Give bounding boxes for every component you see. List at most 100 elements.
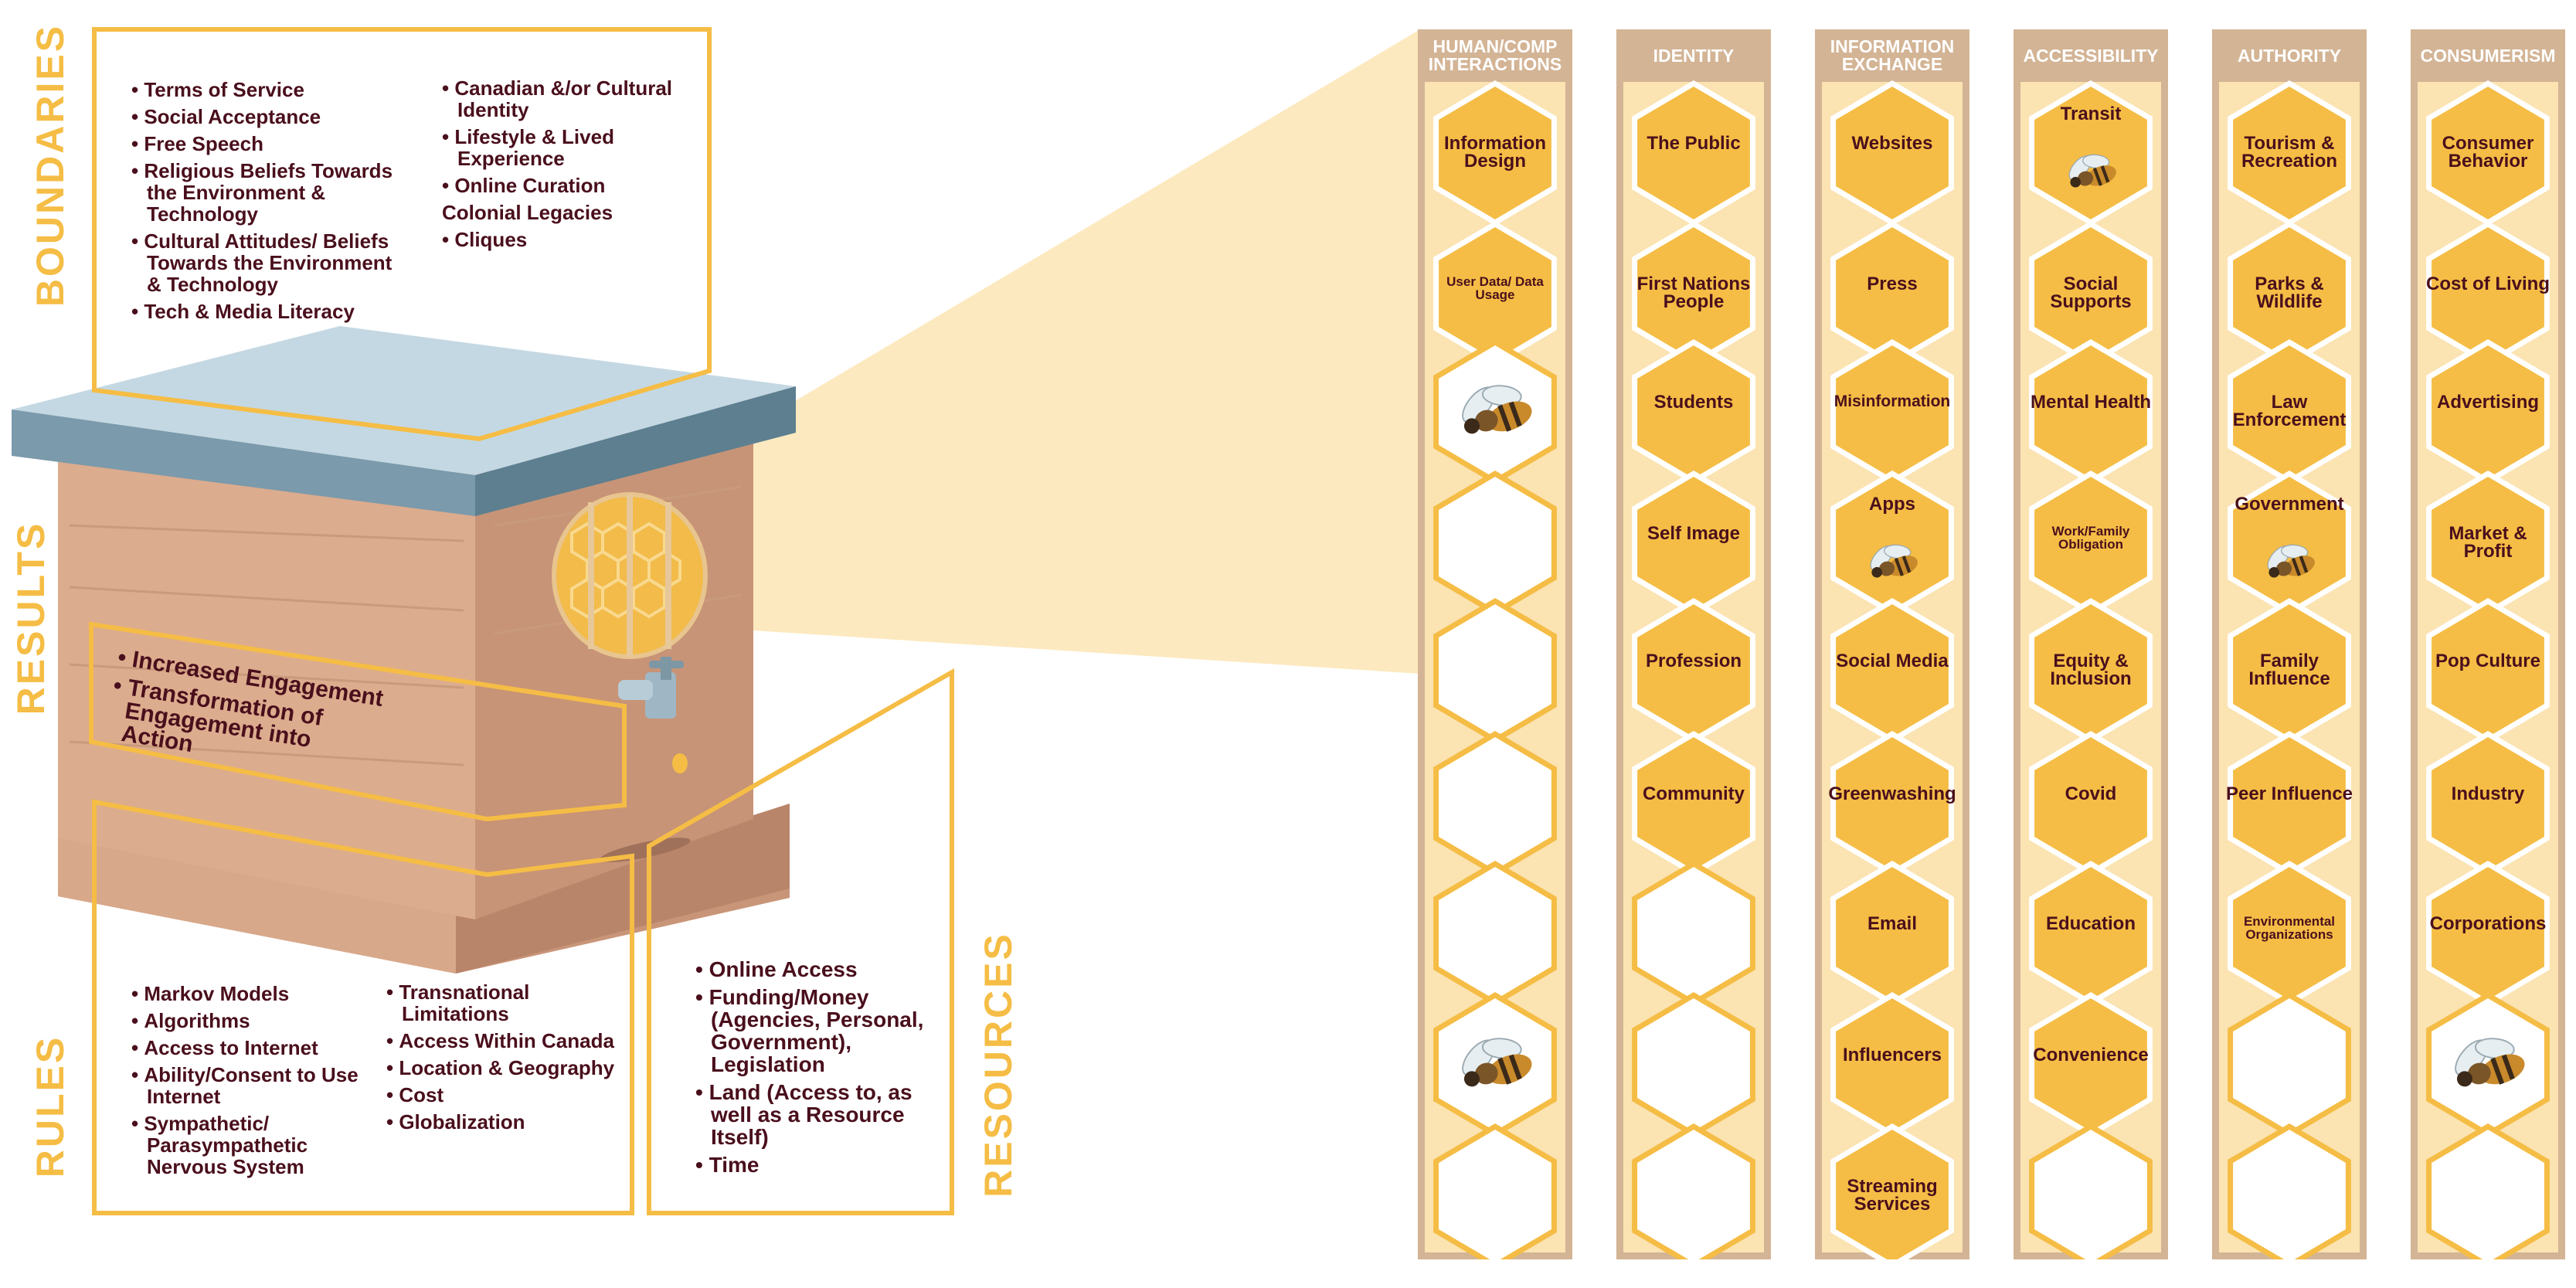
resources-frame	[647, 668, 954, 1215]
hex-cell-label: Peer Influence	[2225, 783, 2353, 804]
list-item: Religious Beliefs Towards the Environmen…	[131, 160, 410, 225]
hex-cell-label: Convenience	[2033, 1045, 2149, 1065]
hex-cell-label: Cost of Living	[2426, 274, 2550, 294]
empty-hex-cell	[2228, 991, 2351, 1138]
hex-cell-label: Pop Culture	[2435, 651, 2540, 671]
empty-hex-cell	[2029, 1123, 2153, 1259]
hex-layer	[1632, 80, 1755, 1259]
column-header: HUMAN/COMP INTERACTIONS	[1418, 29, 1572, 82]
hex-cell-label: Misinformation	[1833, 393, 1951, 410]
list-item: Access to Internet	[131, 1037, 379, 1059]
empty-hex-cell	[1632, 1123, 1755, 1259]
column-header: AUTHORITY	[2212, 29, 2367, 82]
bee-icon	[1462, 1038, 1532, 1087]
list-item: Lifestyle & Lived Experience	[442, 126, 697, 169]
list-item: Markov Models	[131, 983, 379, 1004]
results-frame	[89, 621, 627, 822]
empty-hex-cell	[1433, 597, 1557, 744]
honey-tap-icon	[618, 657, 688, 773]
list-item: Sympathetic/ Parasympathetic Nervous Sys…	[131, 1113, 379, 1178]
hex-cell-label: Transit	[2060, 104, 2122, 124]
column-header: CONSUMERISM	[2411, 29, 2565, 82]
rules-frame	[92, 799, 634, 1215]
hex-cell-label: Press	[1867, 274, 1918, 294]
list-item: Cultural Attitudes/ Beliefs Towards the …	[131, 230, 410, 295]
hex-layer	[2426, 80, 2550, 1259]
list-item: Cliques	[442, 229, 697, 250]
bee-icon	[1870, 544, 1918, 578]
list-item: Terms of Service	[131, 79, 410, 100]
hex-cell-label: First Nations People	[1636, 274, 1751, 312]
rules-list-left: Markov Models Algorithms Access to Inter…	[131, 983, 379, 1183]
hex-cell-label: Parks & Wildlife	[2255, 274, 2324, 312]
hex-cell-label: Streaming Services	[1847, 1176, 1938, 1215]
hex-cell-label: Greenwashing	[1828, 783, 1956, 804]
bee-icon	[2267, 544, 2315, 578]
hex-cell-label: Advertising	[2436, 392, 2540, 413]
hex-cell-label: Tourism & Recreation	[2241, 133, 2338, 172]
resources-list: Online Access Funding/Money (Agencies, P…	[695, 958, 935, 1181]
hex-cell-label: Law Enforcement	[2232, 392, 2347, 430]
boundaries-frame	[92, 27, 712, 442]
hex-cell	[1830, 338, 1954, 485]
list-item: Social Acceptance	[131, 106, 410, 127]
list-item: Transnational Limitations	[386, 981, 618, 1025]
rules-list-right: Transnational Limitations Access Within …	[386, 981, 618, 1138]
hex-cell	[1830, 1123, 1954, 1259]
list-item: Online Access	[695, 958, 935, 980]
hex-cell-label: Students	[1653, 392, 1734, 413]
empty-hex-cell	[1632, 991, 1755, 1138]
hex-cell-label: Profession	[1645, 651, 1742, 671]
hex-layer	[1433, 80, 1557, 1259]
list-item: Access Within Canada	[386, 1030, 618, 1052]
list-item: Ability/Consent to Use Internet	[131, 1064, 379, 1107]
empty-hex-cell	[1433, 730, 1557, 877]
hex-cell-label: Equity & Inclusion	[2050, 651, 2132, 689]
bee-icon	[2068, 154, 2116, 188]
hex-cell-label: Community	[1643, 783, 1745, 804]
list-item: Colonial Legacies	[442, 201, 613, 224]
hex-cell-label: Websites	[1851, 133, 1933, 154]
hex-cell-label: The Public	[1647, 133, 1741, 154]
boundaries-label: BOUNDARIES	[29, 23, 72, 308]
list-item: Tech & Media Literacy	[131, 301, 410, 322]
hex-cell-label: Social Media	[1836, 651, 1949, 671]
column-header: ACCESSIBILITY	[2014, 29, 2168, 82]
empty-hex-cell	[2228, 1123, 2351, 1259]
list-item: Location & Geography	[386, 1057, 618, 1079]
hex-cell-label: Family Influence	[2248, 651, 2330, 689]
hex-cell-label: User Data/ Data Usage	[1446, 274, 1544, 302]
hex-layer	[2029, 80, 2153, 1259]
empty-hex-cell	[1433, 1123, 1557, 1259]
hex-cell-label: Covid	[2065, 783, 2117, 804]
boundaries-list-right: Canadian &/or Cultural Identity Lifestyl…	[442, 77, 697, 256]
hex-cell-label: Information Design	[1444, 133, 1546, 172]
hex-cell-label: Environmental Organizations	[2243, 914, 2336, 942]
bee-icon	[2455, 1038, 2525, 1087]
list-item: Free Speech	[131, 133, 410, 155]
rules-label: RULES	[29, 1035, 72, 1178]
hex-cell-label: Corporations	[2429, 913, 2547, 934]
hex-cell-label: Mental Health	[2030, 392, 2152, 413]
list-item: Time	[695, 1154, 935, 1176]
list-item: Globalization	[386, 1111, 618, 1133]
empty-hex-cell	[1433, 470, 1557, 617]
hex-cell-label: Market & Profit	[2449, 523, 2527, 562]
resources-label: RESOURCES	[977, 932, 1020, 1198]
list-item: Funding/Money (Agencies, Personal, Gover…	[695, 986, 935, 1076]
list-item: Cost	[386, 1084, 618, 1106]
hex-cell-label: Consumer Behavior	[2442, 133, 2534, 172]
empty-hex-cell	[2426, 1123, 2550, 1259]
hex-cell-label: Influencers	[1842, 1045, 1942, 1065]
hex-layer	[2228, 80, 2351, 1259]
hex-cell-label: Education	[2045, 913, 2136, 934]
hex-cell-label: Self Image	[1647, 523, 1741, 544]
hex-cell-label: Email	[1867, 913, 1918, 934]
zoom-beam	[742, 29, 1420, 674]
